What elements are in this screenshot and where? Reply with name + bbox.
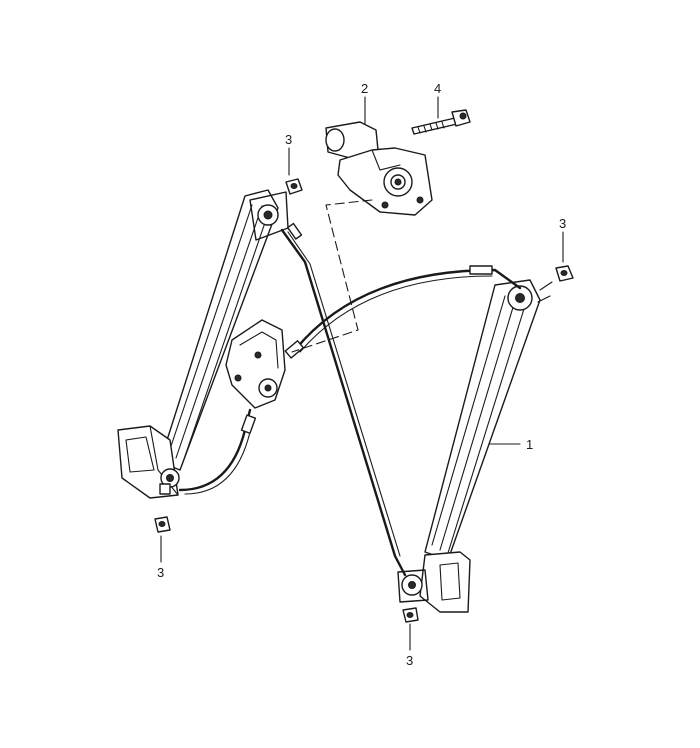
nut-right: [555, 265, 574, 282]
nut-bottom-right: [402, 607, 419, 623]
callout-label: 2: [361, 81, 368, 96]
assembly-reference-line: [291, 199, 373, 353]
left-window-carrier: [117, 425, 180, 499]
callout-label: 4: [434, 81, 441, 96]
cables: [178, 222, 522, 577]
right-guide-rail: [424, 279, 553, 561]
leader-lines: [160, 96, 564, 651]
nut-bottom-left: [154, 516, 171, 533]
callout-label: 1: [526, 437, 533, 452]
mounting-bolt: [411, 109, 471, 135]
callout-label: 3: [285, 132, 292, 147]
window-motor: [325, 121, 433, 216]
callout-label: 3: [406, 653, 413, 668]
left-guide-rail: [159, 189, 289, 471]
callout-label: 3: [559, 216, 566, 231]
callout-label: 3: [157, 565, 164, 580]
right-window-carrier: [397, 551, 471, 613]
cable-drum-housing: [225, 319, 286, 409]
nut-top-left: [285, 178, 303, 195]
